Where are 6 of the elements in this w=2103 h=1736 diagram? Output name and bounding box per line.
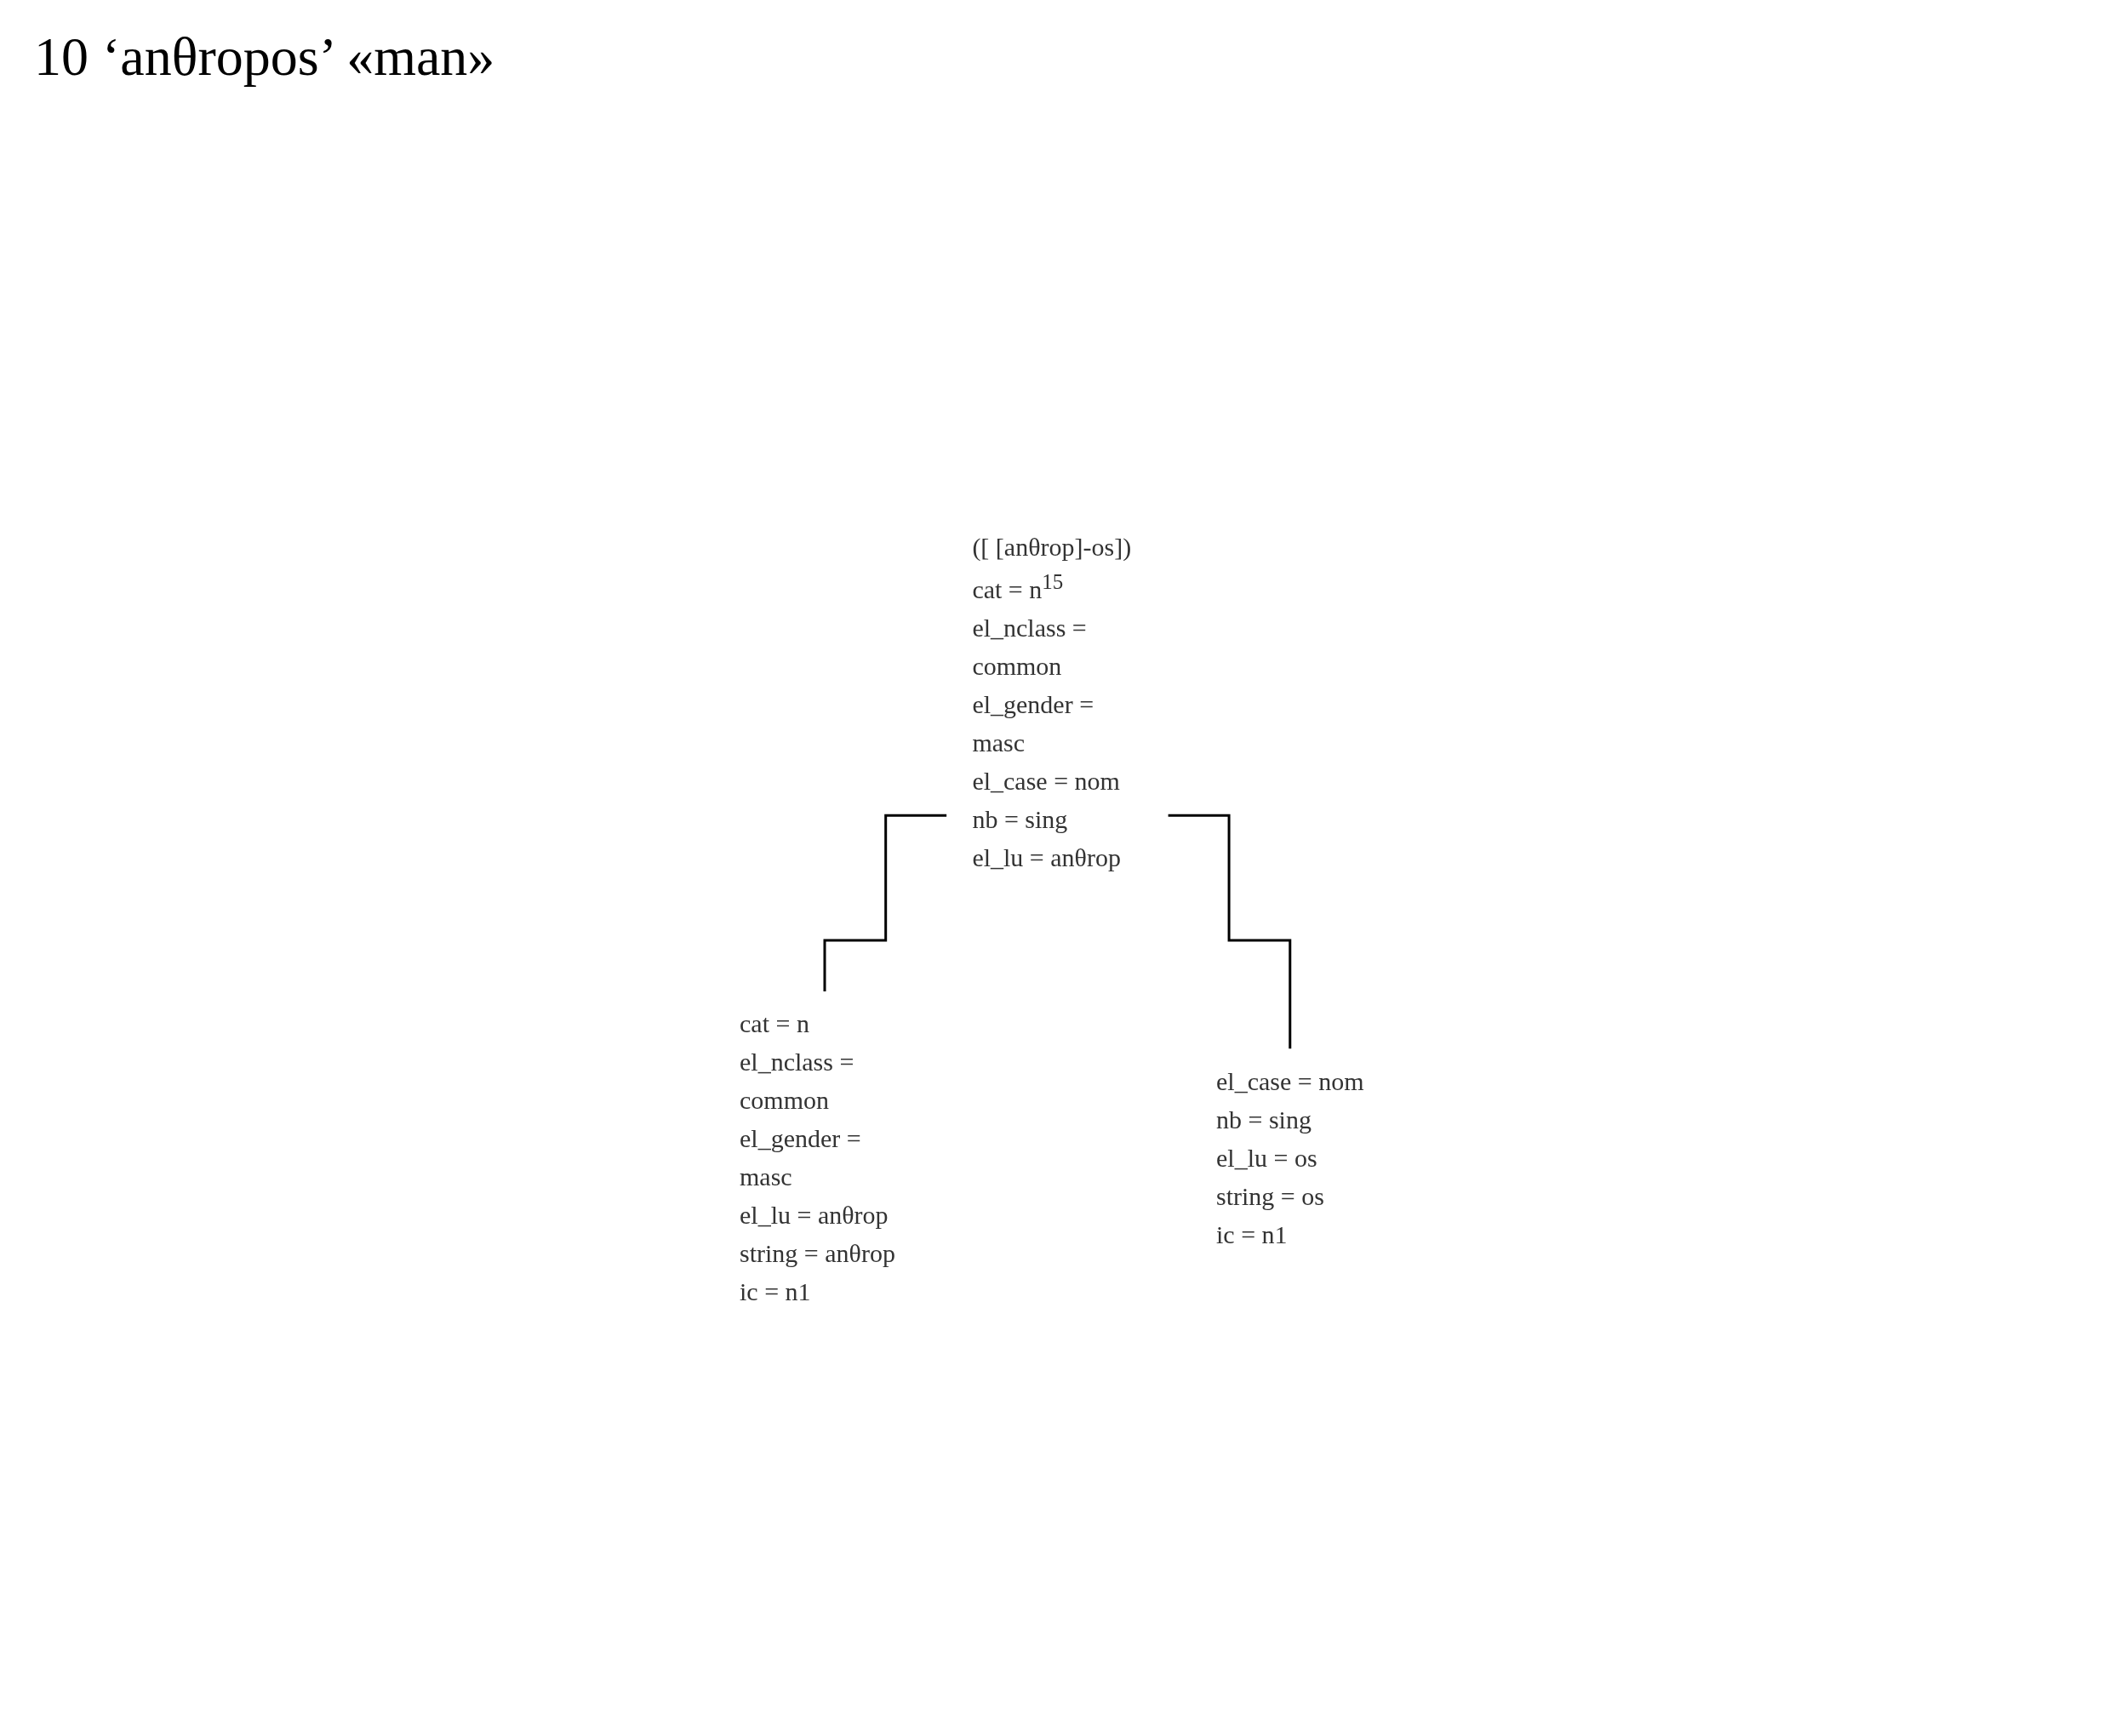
- connector: [823, 814, 947, 993]
- node-text: ([ [anθrop]-os]) cat = n$^{15}$ el_nclass = common el_gender = masc el_case = nom nb = sing el_lu = anθrop: [972, 533, 1131, 871]
- example-label: 10 ‘anθropos’ «man»: [34, 26, 495, 89]
- connector: [1168, 814, 1291, 1050]
- node-text: cat = n el_nclass = common el_gender = masc el_lu = anθrop string = anθrop ic = n1: [739, 1009, 895, 1305]
- node-text: el_case = nom nb = sing el_lu = os string = os ic = n1: [1215, 1066, 1364, 1248]
